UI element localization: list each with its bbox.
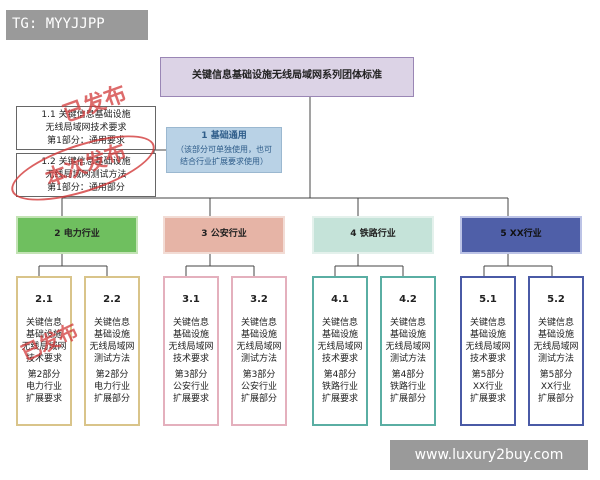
- top-title: 关键信息基础设施无线局域网系列团体标准: [192, 70, 382, 81]
- industry-header-3: 3 公安行业: [201, 229, 247, 239]
- item-part-line: 扩展部分: [93, 394, 130, 404]
- item-title-line: 关键信息: [172, 318, 209, 328]
- item-title-line: 关键信息: [321, 318, 358, 328]
- part1-note-line2: 结合行业扩展要求使用）: [180, 157, 268, 166]
- item-part-line: XX行业: [540, 382, 572, 392]
- item-part-line: 电力行业: [25, 382, 62, 392]
- item-title-line: 测试方法: [537, 354, 574, 364]
- item-number: 5.1: [479, 294, 497, 305]
- item-number: 5.2: [547, 294, 565, 305]
- item-title-line: 关键信息: [537, 318, 574, 328]
- item-part-line: 第3部分: [242, 370, 276, 380]
- watermark-box: [390, 440, 588, 470]
- item-title-line: 基础设施: [321, 330, 358, 340]
- item-part-line: 扩展要求: [25, 394, 62, 404]
- industry-header-4-box: [312, 216, 434, 254]
- item-title-line: 技术要求: [25, 354, 62, 364]
- item-part-line: 第5部分: [471, 370, 505, 380]
- item-part-line: 铁路行业: [389, 382, 426, 392]
- part1-box: [166, 127, 282, 173]
- left-box-1-1-line2: 无线局域网技术要求: [45, 123, 127, 133]
- item-title-line: 基础设施: [537, 330, 574, 340]
- left-box-1-2-line2: 无线局域网测试方法: [45, 170, 127, 180]
- item-part-line: 扩展部分: [240, 394, 277, 404]
- item-title-line: 基础设施: [389, 330, 426, 340]
- item-title-line: 无线局域网: [89, 342, 135, 352]
- tag-label-box: [6, 10, 148, 40]
- industry-header-4: 4 铁路行业: [350, 229, 396, 239]
- item-title-line: 无线局域网: [533, 342, 579, 352]
- item-part-line: 扩展要求: [469, 394, 506, 404]
- item-title-line: 测试方法: [389, 354, 426, 364]
- item-box-4-2: [380, 276, 436, 426]
- item-part-line: 第4部分: [323, 370, 357, 380]
- item-number: 3.1: [182, 294, 200, 305]
- tag-label: TG: MYYJJPP: [12, 16, 105, 32]
- item-title-line: 基础设施: [469, 330, 506, 340]
- item-part-line: 第2部分: [27, 370, 61, 380]
- left-box-1-2-line3: 第1部分：通用部分: [47, 183, 125, 193]
- item-number: 4.1: [331, 294, 349, 305]
- item-part-line: 公安行业: [240, 382, 277, 392]
- item-part-line: XX行业: [472, 382, 504, 392]
- item-box-2-2: [84, 276, 140, 426]
- item-part-line: 第3部分: [174, 370, 208, 380]
- item-title-line: 关键信息: [25, 318, 62, 328]
- item-number: 2.1: [35, 294, 53, 305]
- item-title-line: 关键信息: [469, 318, 506, 328]
- left-box-1-1-line3: 第1部分：通用要求: [47, 136, 125, 146]
- top-title-box: [160, 57, 414, 97]
- item-part-line: 第4部分: [391, 370, 425, 380]
- industry-header-3-box: [163, 216, 285, 254]
- item-box-2-1: [16, 276, 72, 426]
- item-box-5-1: [460, 276, 516, 426]
- item-title-line: 无线局域网: [385, 342, 431, 352]
- item-title-line: 关键信息: [240, 318, 277, 328]
- item-title-line: 无线局域网: [236, 342, 282, 352]
- left-box-1-2: [16, 153, 156, 197]
- item-part-line: 第5部分: [539, 370, 573, 380]
- item-title-line: 技术要求: [172, 354, 209, 364]
- industry-header-5-box: [460, 216, 582, 254]
- item-title-line: 无线局域网: [168, 342, 214, 352]
- item-box-3-2: [231, 276, 287, 426]
- left-box-1-2-line1: 1.2 关键信息基础设施: [41, 157, 131, 167]
- item-part-line: 扩展要求: [321, 394, 358, 404]
- item-title-line: 关键信息: [93, 318, 130, 328]
- item-title-line: 测试方法: [240, 354, 277, 364]
- item-part-line: 扩展部分: [389, 394, 426, 404]
- item-part-line: 第2部分: [95, 370, 129, 380]
- item-part-line: 扩展要求: [172, 394, 209, 404]
- item-title-line: 基础设施: [240, 330, 277, 340]
- item-part-line: 公安行业: [172, 382, 209, 392]
- item-part-line: 铁路行业: [321, 382, 358, 392]
- item-title-line: 技术要求: [321, 354, 358, 364]
- item-title-line: 无线局域网: [21, 342, 67, 352]
- item-box-5-2: [528, 276, 584, 426]
- part1-title: 1 基础通用: [201, 131, 247, 141]
- item-box-3-1: [163, 276, 219, 426]
- part1-note-line1: （该部分可单独使用，也可: [176, 145, 272, 154]
- item-title-line: 基础设施: [93, 330, 130, 340]
- item-title-line: 技术要求: [469, 354, 506, 364]
- item-part-line: 扩展部分: [537, 394, 574, 404]
- industry-header-2: 2 电力行业: [54, 229, 100, 239]
- item-title-line: 基础设施: [172, 330, 209, 340]
- item-title-line: 无线局域网: [317, 342, 363, 352]
- left-box-1-1: [16, 106, 156, 150]
- industry-header-2-box: [16, 216, 138, 254]
- watermark-text: www.luxury2buy.com: [414, 447, 564, 463]
- item-number: 4.2: [399, 294, 417, 305]
- item-title-line: 测试方法: [93, 354, 130, 364]
- item-number: 2.2: [103, 294, 121, 305]
- item-number: 3.2: [250, 294, 268, 305]
- item-title-line: 关键信息: [389, 318, 426, 328]
- item-title-line: 无线局域网: [465, 342, 511, 352]
- item-box-4-1: [312, 276, 368, 426]
- item-title-line: 基础设施: [25, 330, 62, 340]
- left-box-1-1-line1: 1.1 关键信息基础设施: [41, 110, 131, 120]
- item-part-line: 电力行业: [93, 382, 130, 392]
- industry-header-5: 5 XX行业: [500, 229, 542, 239]
